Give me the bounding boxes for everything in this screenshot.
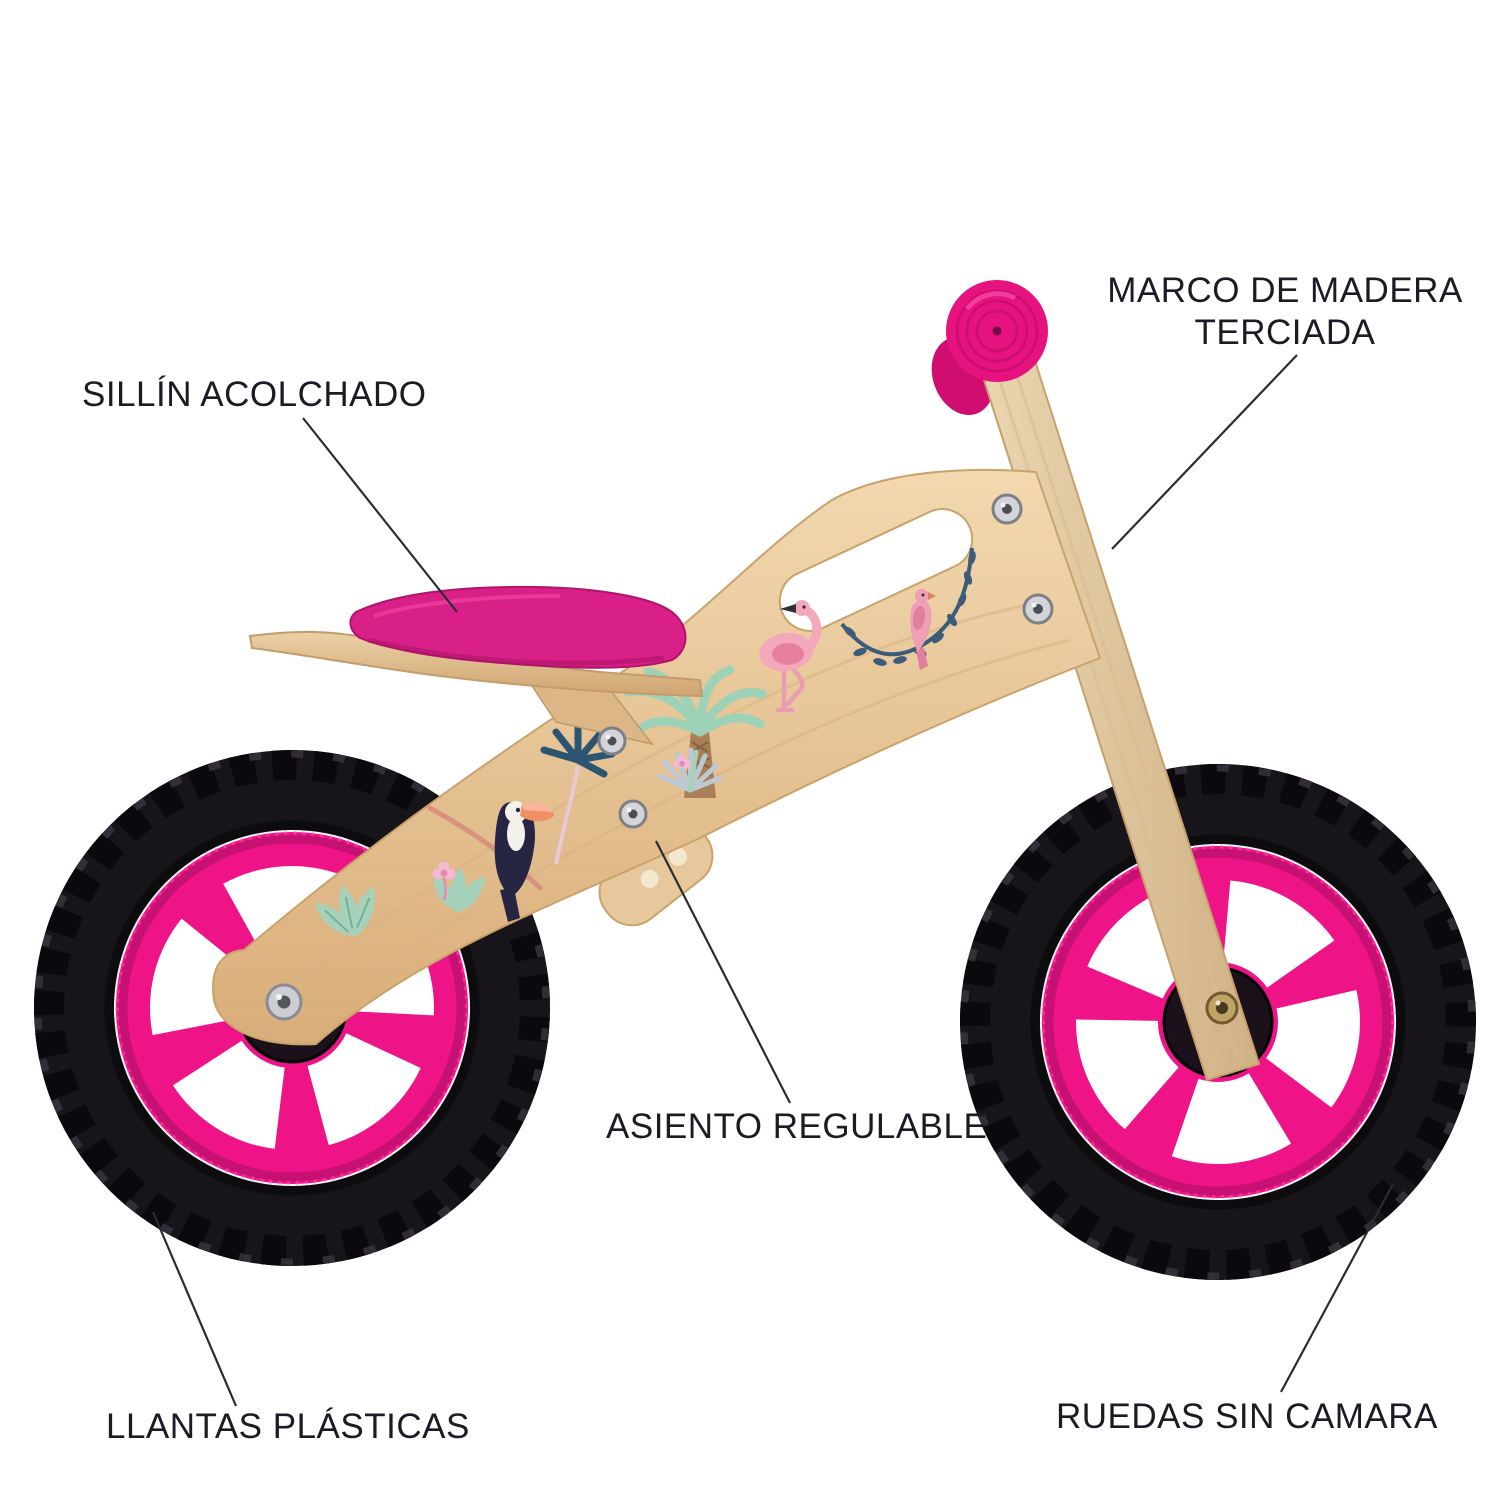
flamingo-decal bbox=[759, 600, 822, 713]
star-palm-decal bbox=[540, 722, 616, 865]
toucan-decal bbox=[427, 801, 554, 922]
label-plywood-frame: MARCO DE MADERA TERCIADA bbox=[1099, 270, 1471, 354]
frame-bolt bbox=[597, 726, 627, 756]
leaf-cluster-decal bbox=[315, 885, 375, 936]
handlebar-grip bbox=[946, 280, 1048, 382]
frame-bolt bbox=[991, 493, 1023, 525]
vine-garland-decal bbox=[840, 547, 976, 666]
label-plywood-frame-line2: TERCIADA bbox=[1194, 313, 1376, 352]
leader-line-plywood-frame bbox=[1111, 354, 1298, 550]
front-axle-bolt bbox=[1205, 991, 1239, 1025]
handle-cutout bbox=[778, 508, 974, 632]
frame-bolt bbox=[618, 799, 648, 829]
leader-line-plastic-rims bbox=[151, 1211, 238, 1407]
label-tubeless-wheels: RUEDAS SIN CAMARA bbox=[1056, 1397, 1438, 1436]
frame-bolt bbox=[1022, 593, 1054, 625]
leader-line-tubeless-wheels bbox=[1280, 1183, 1394, 1393]
leader-line-padded-seat bbox=[302, 417, 458, 613]
label-padded-seat: SILLÍN ACOLCHADO bbox=[82, 375, 427, 414]
flower-decal bbox=[432, 861, 456, 901]
seat-pad bbox=[349, 585, 687, 669]
parrot-decal bbox=[910, 589, 936, 670]
label-plastic-rims: LLANTAS PLÁSTICAS bbox=[106, 1407, 470, 1446]
label-adjustable-seat: ASIENTO REGULABLE bbox=[606, 1107, 988, 1146]
leader-line-adjustable-seat bbox=[655, 840, 791, 1104]
label-plywood-frame-line1: MARCO DE MADERA bbox=[1107, 271, 1463, 310]
flower-decal bbox=[672, 754, 692, 769]
rear-axle-bolt bbox=[265, 983, 303, 1021]
